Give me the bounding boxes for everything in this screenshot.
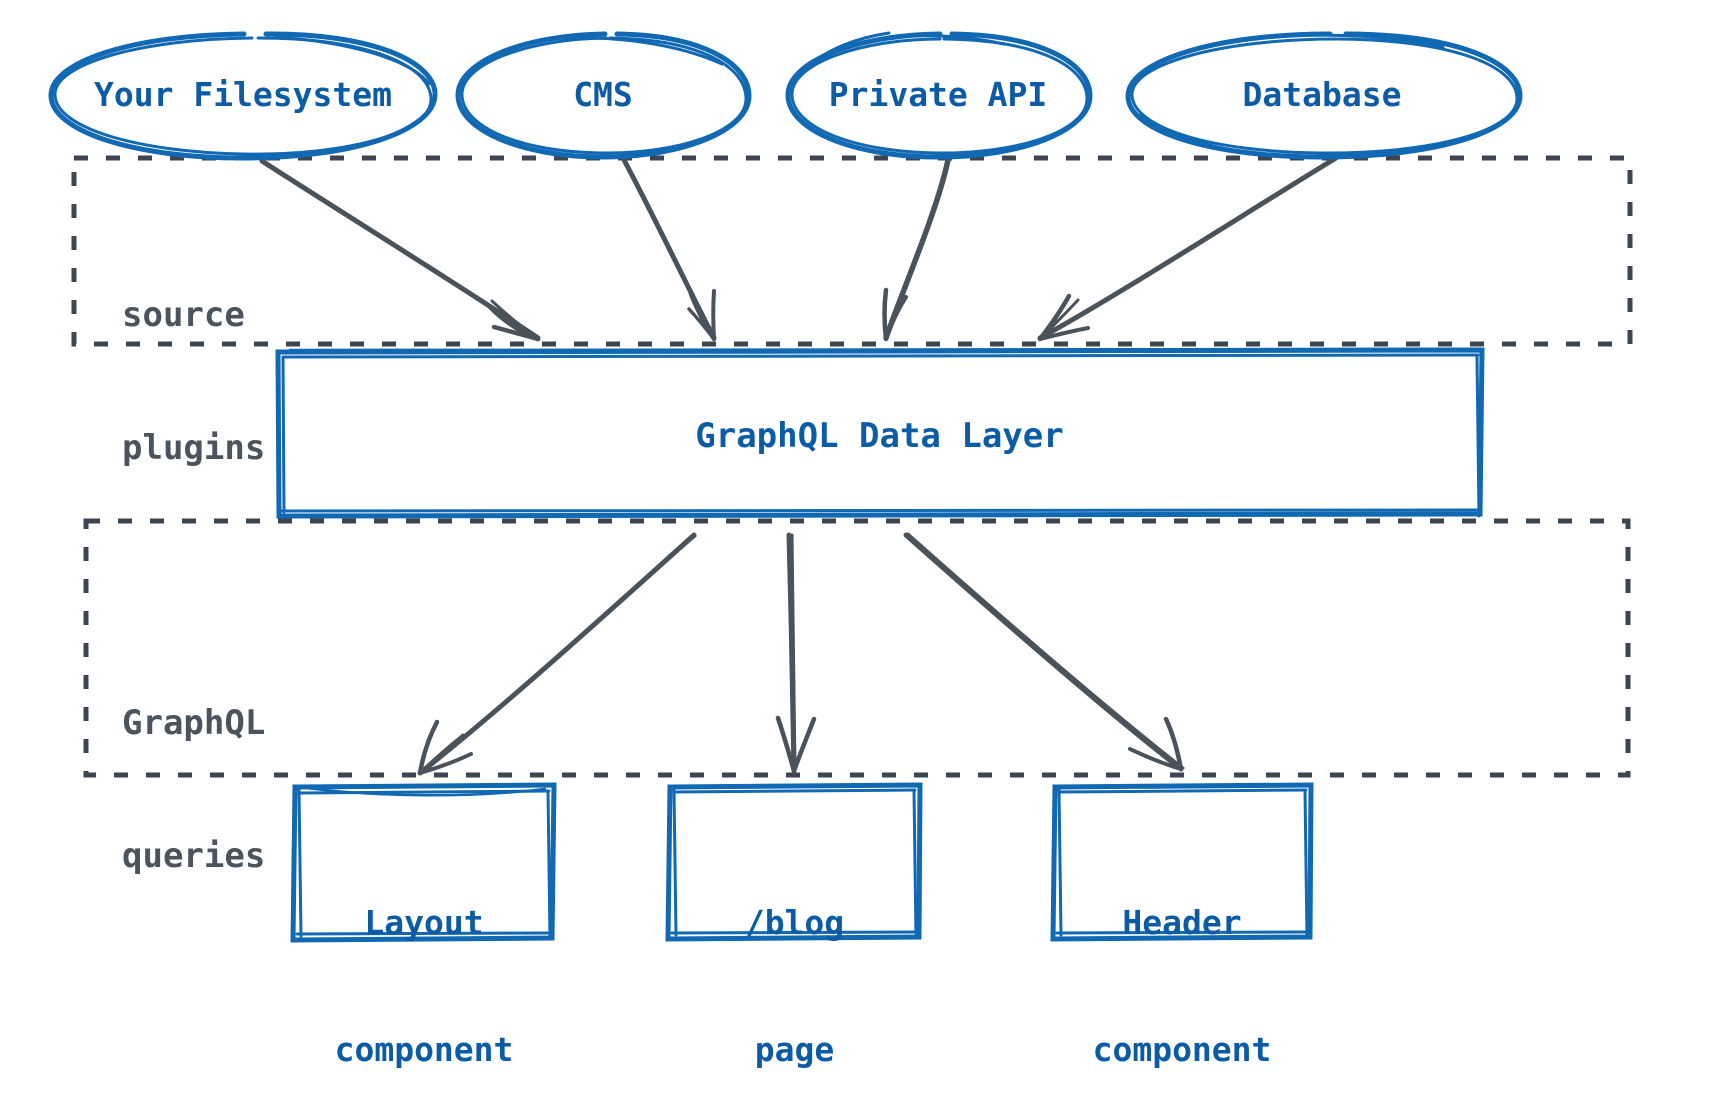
arrows-sources-to-layer — [259, 155, 1339, 342]
group-label-graphql-queries: GraphQL queries — [122, 613, 265, 967]
arrow-layer-to-header — [903, 532, 1185, 772]
group-label-source-plugins-line1: source — [122, 295, 245, 336]
source-plugins-dashed-border — [71, 155, 1633, 347]
node-label-blog-page-line1: /blog — [744, 903, 845, 943]
node-label-your-filesystem: Your Filesystem — [93, 75, 392, 114]
group-label-source-plugins-line2: plugins — [122, 427, 266, 468]
arrow-private-api-to-layer — [882, 157, 951, 342]
node-label-header-component: Header component — [1053, 818, 1311, 1108]
node-label-layout-component-line1: Layout — [364, 903, 484, 943]
node-label-blog-page-line2: page — [754, 1030, 835, 1070]
group-label-graphql-queries-line2: queries — [122, 835, 266, 876]
node-private-api[interactable] — [785, 31, 1093, 160]
group-label-source-plugins: source plugins — [122, 205, 265, 559]
source-nodes — [48, 31, 1523, 161]
node-label-header-component-line2: component — [1092, 1030, 1272, 1070]
node-label-private-api: Private API — [828, 75, 1048, 114]
node-your-filesystem[interactable] — [48, 31, 438, 161]
node-header-component[interactable] — [1050, 782, 1314, 942]
consumer-nodes — [290, 782, 1314, 943]
node-label-layout-component-line2: component — [334, 1030, 514, 1070]
node-graphql-data-layer[interactable] — [275, 347, 1485, 519]
node-label-cms: CMS — [573, 75, 633, 114]
arrow-layer-to-blog — [775, 532, 817, 774]
node-database[interactable] — [1125, 31, 1523, 160]
node-label-blog-page: /blog page — [668, 818, 921, 1108]
arrow-database-to-layer — [1037, 155, 1339, 342]
node-label-layout-component: Layout component — [293, 818, 555, 1108]
arrow-cms-to-layer — [621, 157, 717, 342]
node-cms[interactable] — [455, 31, 752, 160]
node-layout-component[interactable] — [290, 782, 557, 943]
arrow-layer-to-layout — [417, 532, 697, 776]
node-blog-page[interactable] — [665, 782, 923, 942]
arrows-layer-to-consumers — [417, 532, 1185, 776]
node-label-graphql-data-layer: GraphQL Data Layer — [695, 416, 1064, 456]
graphql-queries-dashed-border — [83, 518, 1631, 778]
node-label-header-component-line1: Header — [1122, 903, 1242, 943]
group-graphql-queries — [83, 518, 1631, 778]
group-label-graphql-queries-line1: GraphQL — [122, 703, 266, 744]
node-label-database: Database — [1242, 75, 1402, 114]
group-source-plugins — [71, 155, 1633, 347]
arrow-filesystem-to-layer — [259, 158, 541, 342]
